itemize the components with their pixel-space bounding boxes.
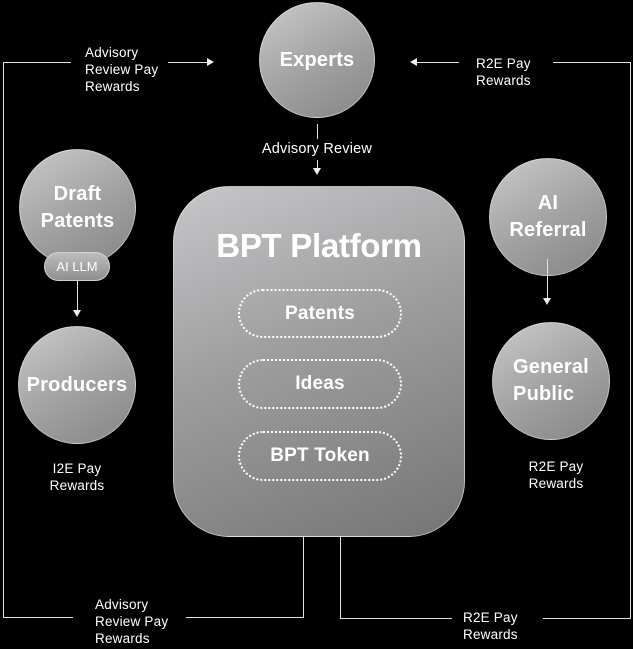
left-loop-top-line-segment — [3, 62, 71, 63]
left-loop-top-arrow-line — [168, 62, 208, 63]
label-top-left-advisory-review-pay-rewards: Advisory Review Pay Rewards — [85, 45, 159, 94]
experts-to-platform-line-2 — [317, 160, 318, 168]
pill-patents-label: Patents — [284, 302, 356, 324]
right-loop-vertical-line — [630, 62, 631, 619]
pill-ideas-label: Ideas — [295, 373, 345, 394]
node-ai-referral: AI Referral — [489, 158, 607, 276]
left-loop-vertical-line — [3, 62, 4, 618]
node-producers: Producers — [18, 326, 136, 444]
label-bottom-right-r2e-pay-rewards: R2E Pay Rewards — [463, 610, 518, 642]
arrow-down-icon — [543, 298, 551, 305]
node-draft-patents-label-line1: Draft — [53, 182, 102, 205]
node-producers-label: Producers — [26, 373, 128, 396]
node-experts: Experts — [259, 2, 375, 118]
node-draft-patents-label-line2: Patents — [40, 209, 115, 232]
left-loop-bottom-line-segment — [3, 617, 73, 618]
ai-llm-badge-label: AI LLM — [56, 259, 98, 274]
node-general-public-label-line2: Public — [513, 383, 575, 405]
aillm-to-producers-line — [77, 281, 78, 310]
node-general-public: General Public — [492, 322, 610, 440]
label-r2e-pay-rewards-general-public: R2E Pay Rewards — [528, 459, 584, 491]
label-bottom-left-advisory-review-pay-rewards: Advisory Review Pay Rewards — [95, 597, 169, 646]
experts-to-platform-line — [317, 124, 318, 139]
right-loop-bottom-line-segment-2 — [543, 618, 631, 619]
node-general-public-label-line1: General — [513, 356, 589, 378]
arrow-down-icon — [73, 310, 81, 317]
right-loop-top-arrow-line — [417, 62, 459, 63]
ai-llm-badge: AI LLM — [44, 252, 110, 281]
label-i2e-pay-rewards: I2E Pay Rewards — [49, 461, 105, 493]
node-experts-label: Experts — [279, 48, 355, 71]
right-loop-top-line-segment — [553, 62, 631, 63]
pill-patents: Patents — [238, 289, 402, 338]
platform-title: BPT Platform — [216, 227, 422, 264]
pill-bpt-token-label: BPT Token — [270, 445, 370, 466]
right-loop-bottom-line-segment — [340, 618, 452, 619]
arrow-left-icon — [410, 58, 417, 66]
arrow-down-icon — [313, 168, 321, 175]
node-draft-patents: Draft Patents — [19, 149, 136, 266]
platform-bottom-right-connector — [340, 518, 341, 619]
referral-to-public-line — [547, 259, 548, 298]
platform-bottom-left-connector — [303, 518, 304, 618]
node-ai-referral-label-line2: Referral — [509, 219, 587, 241]
label-advisory-review: Advisory Review — [261, 141, 373, 157]
pill-bpt-token: BPT Token — [238, 431, 402, 481]
pill-ideas: Ideas — [238, 359, 402, 409]
node-ai-referral-label-line1: AI — [537, 192, 559, 214]
bpt-platform-box: BPT Platform Patents Ideas BPT Token — [173, 186, 465, 537]
left-loop-bottom-line-segment-2 — [186, 617, 304, 618]
label-top-right-r2e-pay-rewards: R2E Pay Rewards — [476, 56, 531, 88]
arrow-right-icon — [207, 58, 214, 66]
